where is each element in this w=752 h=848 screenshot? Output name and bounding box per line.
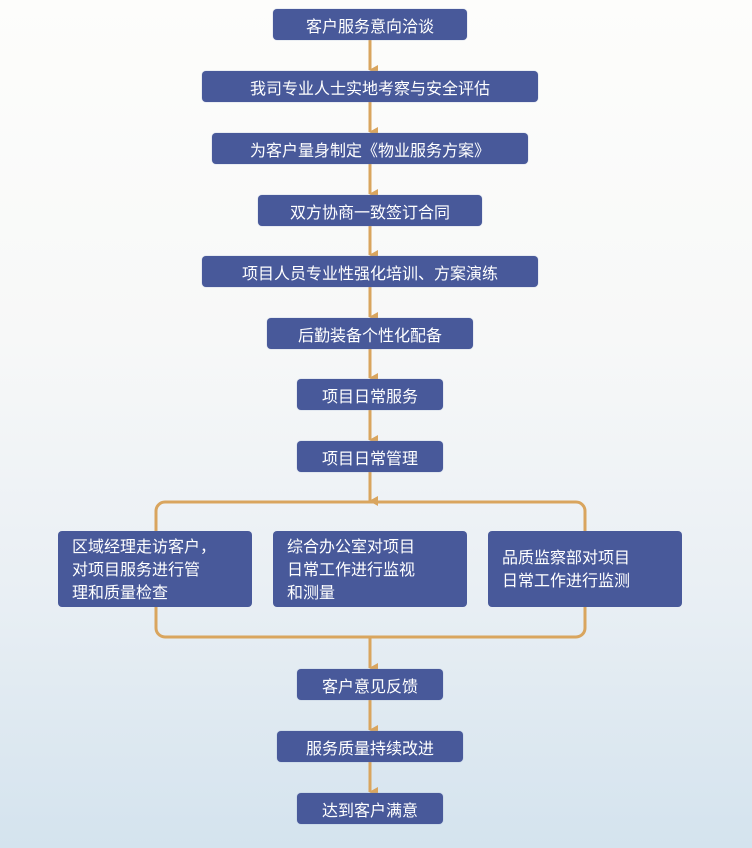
parallel-task-quality-dept: 品质监察部对项目 日常工作进行监测 [488, 531, 682, 607]
step-8: 项目日常管理 [297, 441, 443, 472]
step-feedback: 客户意见反馈 [297, 669, 443, 700]
parallel-task-office: 综合办公室对项目 日常工作进行监视 和测量 [273, 531, 467, 607]
step-improvement: 服务质量持续改进 [277, 731, 463, 762]
step-5: 项目人员专业性强化培训、方案演练 [202, 256, 538, 287]
step-satisfaction: 达到客户满意 [297, 793, 443, 824]
step-6: 后勤装备个性化配备 [267, 318, 473, 349]
parallel-task-regional-manager: 区域经理走访客户， 对项目服务进行管 理和质量检查 [58, 531, 252, 607]
step-2: 我司专业人士实地考察与安全评估 [202, 71, 538, 102]
step-7: 项目日常服务 [297, 379, 443, 410]
step-3: 为客户量身制定《物业服务方案》 [212, 133, 528, 164]
step-1: 客户服务意向洽谈 [273, 9, 467, 40]
step-4: 双方协商一致签订合同 [258, 195, 482, 226]
